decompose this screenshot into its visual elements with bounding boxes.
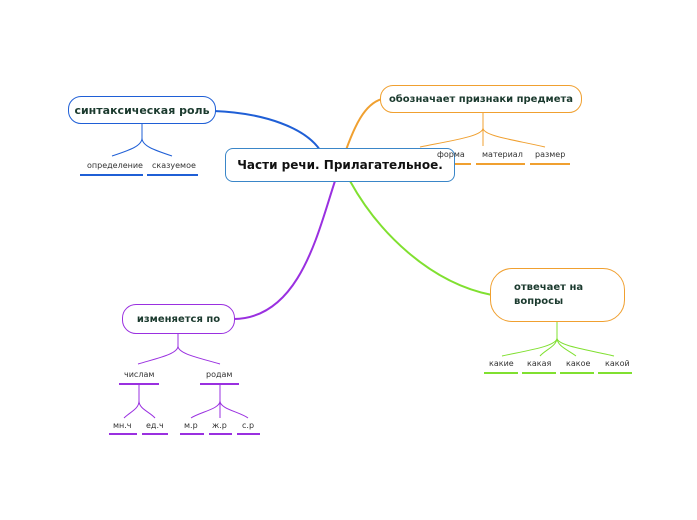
leaf-feminine[interactable]: ж.р	[212, 421, 227, 430]
branch-answers[interactable]: отвечает на вопросы	[490, 268, 625, 322]
connector-changes-items	[137, 334, 221, 365]
connector-denotes-items	[419, 113, 546, 148]
connector-changes-by	[233, 180, 336, 320]
leaf-predicate[interactable]: сказуемое	[152, 161, 196, 170]
connector-syntax-role	[213, 110, 321, 151]
leaf-genders[interactable]: родам	[206, 370, 233, 379]
connector-genders-items	[190, 384, 249, 419]
branch-denotes[interactable]: обозначает признаки предмета	[380, 85, 582, 113]
branch-answers-label: отвечает на вопросы	[514, 282, 584, 307]
central-topic[interactable]: Части речи. Прилагательное.	[225, 148, 455, 182]
leaf-plural[interactable]: мн.ч	[113, 421, 132, 430]
connector-denotes	[345, 98, 383, 151]
connector-numbers-items	[123, 384, 156, 419]
leaf-masculine[interactable]: м.р	[184, 421, 198, 430]
leaf-kakaya[interactable]: какая	[527, 359, 552, 368]
leaf-singular[interactable]: ед.ч	[146, 421, 164, 430]
leaf-neuter[interactable]: с.р	[242, 421, 255, 430]
branch-changes-by[interactable]: изменяется по	[122, 304, 235, 334]
leaf-numbers[interactable]: числам	[124, 370, 155, 379]
connector-answers-items	[501, 322, 615, 357]
leaf-form[interactable]: форма	[437, 150, 465, 159]
leaf-kakoy[interactable]: какой	[605, 359, 630, 368]
connector-syntax-items	[111, 124, 173, 157]
branch-syntax-role[interactable]: синтаксическая роль	[68, 96, 216, 124]
connector-answers	[349, 180, 493, 296]
leaf-kakoe[interactable]: какое	[566, 359, 591, 368]
leaf-size[interactable]: размер	[535, 150, 566, 159]
leaf-definition[interactable]: определение	[87, 161, 143, 170]
leaf-material[interactable]: материал	[482, 150, 523, 159]
leaf-kakie[interactable]: какие	[489, 359, 514, 368]
